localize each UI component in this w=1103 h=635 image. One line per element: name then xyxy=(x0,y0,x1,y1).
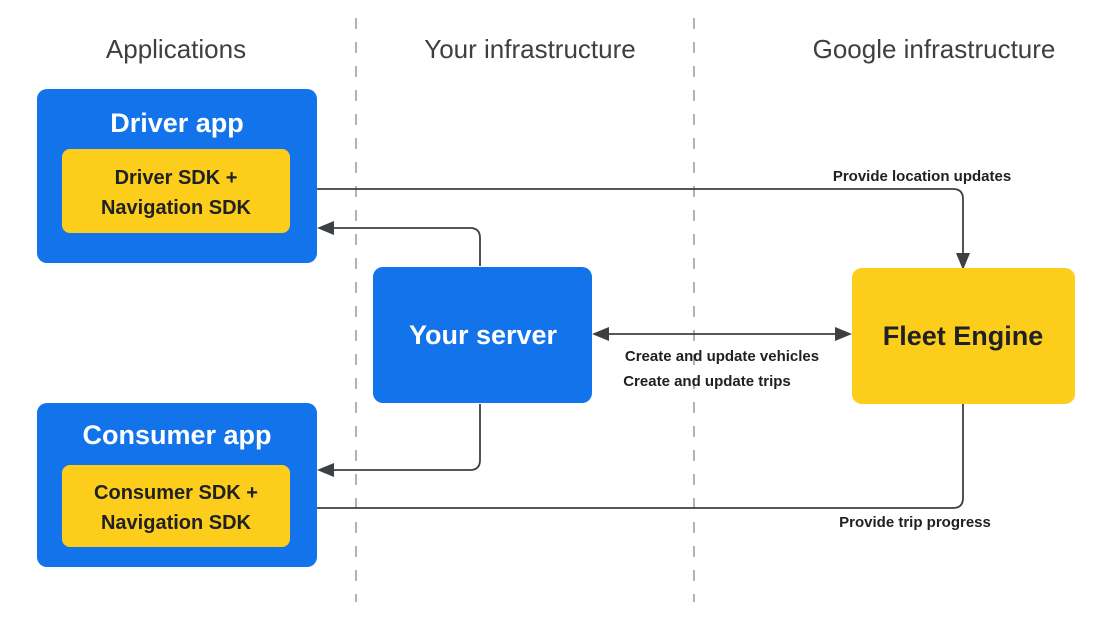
column-header-your-infrastructure: Your infrastructure xyxy=(424,34,635,64)
edge-label-location-updates: Provide location updates xyxy=(833,168,1011,185)
edge-line-server-to-driver xyxy=(330,227,481,266)
node-fleet-engine[interactable]: Fleet Engine xyxy=(852,268,1075,404)
edge-label-trip-progress: Provide trip progress xyxy=(839,514,991,531)
consumer-sdk-box[interactable] xyxy=(62,465,290,547)
consumer-app-title: Consumer app xyxy=(82,420,271,450)
fleet-engine-title: Fleet Engine xyxy=(883,321,1044,351)
edge-label-create-update-trips: Create and update trips xyxy=(623,373,791,390)
arrowhead-server-to-driver xyxy=(317,221,334,235)
node-your-server[interactable]: Your server xyxy=(373,267,592,403)
edge-line-server-to-consumer xyxy=(330,404,481,471)
consumer-sdk-line-1: Consumer SDK + xyxy=(94,482,258,504)
your-server-box[interactable] xyxy=(373,267,592,403)
arrowhead-toward-fleet-engine xyxy=(835,327,852,341)
edge-provide-location-updates: Provide location updates xyxy=(290,168,1011,270)
column-header-google-infrastructure: Google infrastructure xyxy=(813,34,1056,64)
driver-sdk-line-1: Driver SDK + xyxy=(115,167,238,189)
node-consumer-app[interactable]: Consumer app Consumer SDK + Navigation S… xyxy=(37,403,317,567)
edge-server-to-consumer-app xyxy=(317,404,481,477)
arrowhead-server-to-consumer xyxy=(317,463,334,477)
edge-server-to-driver-app xyxy=(317,221,481,266)
edge-line-location-updates xyxy=(290,188,964,258)
consumer-sdk-line-2: Navigation SDK xyxy=(101,512,252,534)
column-header-applications: Applications xyxy=(106,34,246,64)
edge-label-create-update-vehicles: Create and update vehicles xyxy=(625,348,819,365)
edge-line-trip-progress xyxy=(312,404,964,509)
driver-app-title: Driver app xyxy=(110,108,244,138)
driver-sdk-line-2: Navigation SDK xyxy=(101,197,252,219)
arrowhead-toward-server xyxy=(592,327,609,341)
fleet-engine-box[interactable] xyxy=(852,268,1075,404)
your-server-title: Your server xyxy=(409,320,558,350)
edge-provide-trip-progress: Provide trip progress xyxy=(299,404,991,531)
edge-server-fleet-engine: Create and update vehicles Create and up… xyxy=(592,327,852,390)
arrowhead-location-updates xyxy=(956,253,970,270)
driver-sdk-box[interactable] xyxy=(62,149,290,233)
node-driver-app[interactable]: Driver app Driver SDK + Navigation SDK xyxy=(37,89,317,263)
